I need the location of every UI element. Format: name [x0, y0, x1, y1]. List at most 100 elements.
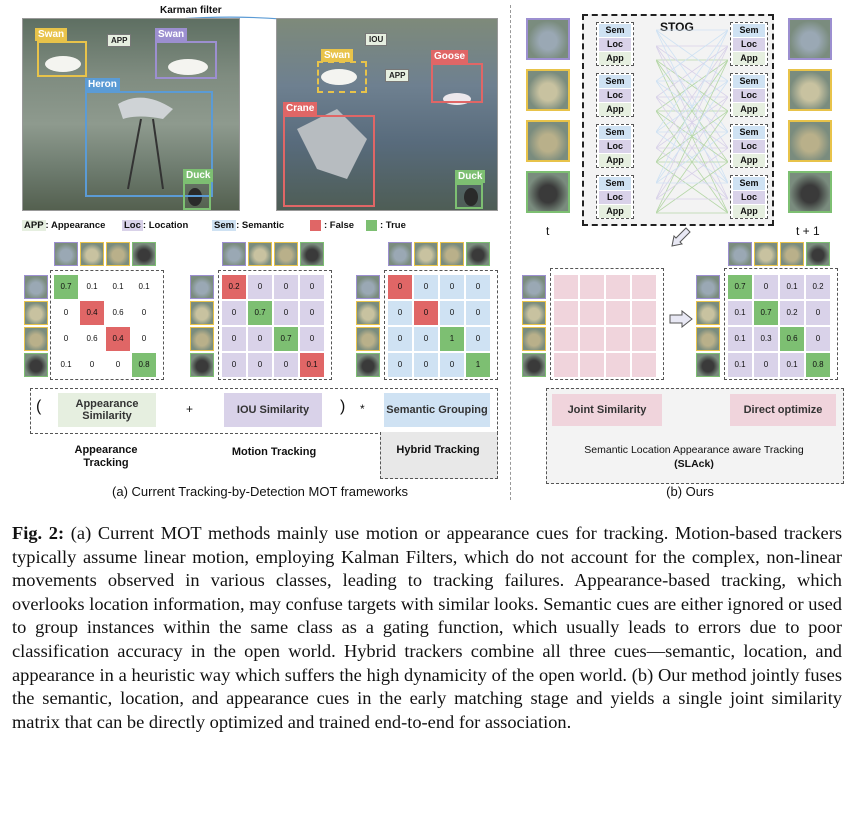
column-thumbnail	[300, 242, 324, 266]
stog-photo	[788, 120, 832, 162]
duck-tag: Duck	[183, 169, 214, 182]
empty-matrix-cell	[632, 353, 656, 377]
frame-t1-photo: IOU Swan APP Goose Crane Duck	[276, 18, 498, 211]
appearance-matrix-cell: 0	[54, 301, 78, 325]
swan-bbox	[37, 41, 87, 77]
hybrid-matrix-cell: 0	[388, 275, 412, 299]
hybrid-matrix-cell: 0	[440, 301, 464, 325]
joint-matrix-cell: 0	[806, 301, 830, 325]
motion-matrix-cell: 0	[222, 353, 246, 377]
hybrid-matrix-cell: 0	[388, 327, 412, 351]
stog-edge	[656, 59, 728, 214]
appearance-matrix-cell: 0.8	[132, 353, 156, 377]
appearance-matrix-cell: 0.4	[80, 301, 104, 325]
empty-matrix-cell	[632, 275, 656, 299]
stog-node-loc: Loc	[599, 140, 631, 153]
legend: APP: Appearance Loc: Location Sem: Seman…	[22, 220, 502, 234]
formula-open-paren: (	[36, 398, 42, 415]
stog-photo	[526, 171, 570, 213]
row-thumbnail	[190, 353, 214, 377]
row-thumbnail	[24, 275, 48, 299]
row-thumbnail	[190, 327, 214, 351]
joint-matrix-cell: 0.6	[780, 327, 804, 351]
column-thumbnail	[440, 242, 464, 266]
iou-similarity-box: IOU Similarity	[224, 393, 322, 427]
stog-edge	[656, 45, 728, 149]
joint-matrix-cell: 0.1	[780, 353, 804, 377]
stog-node-loc: Loc	[599, 38, 631, 51]
stog-node-app: App	[733, 205, 765, 218]
row-thumbnail	[356, 275, 380, 299]
motion-matrix-cell: 0	[274, 275, 298, 299]
iou-tag: IOU	[365, 33, 388, 46]
hybrid-matrix-cell: 0	[414, 275, 438, 299]
hybrid-matrix-cell: 0	[414, 301, 438, 325]
swan-tag: Swan	[321, 49, 354, 62]
stog-edge	[656, 110, 728, 214]
row-thumbnail	[696, 275, 720, 299]
stog-node-sem: Sem	[733, 24, 765, 37]
frame-t-photo: Swan APP Swan Heron Duck	[22, 18, 240, 211]
joint-similarity-box: Joint Similarity	[552, 394, 662, 426]
empty-matrix-cell	[554, 301, 578, 325]
stog-node-app: App	[599, 205, 631, 218]
figure-caption-text: (a) Current MOT methods mainly use motio…	[12, 523, 843, 732]
legend-true-text: : True	[380, 220, 406, 232]
panel-divider	[510, 5, 511, 500]
app-tag: APP	[385, 69, 410, 82]
empty-matrix-cell	[580, 275, 604, 299]
appearance-matrix-cell: 0.1	[54, 353, 78, 377]
stog-node-loc: Loc	[733, 140, 765, 153]
swan-bbox	[317, 61, 367, 93]
false-swatch	[310, 220, 321, 231]
column-thumbnail	[780, 242, 804, 266]
appearance-matrix-cell: 0	[54, 327, 78, 351]
legend-app-text: : Appearance	[45, 220, 106, 231]
stog-edge	[656, 29, 728, 184]
caption-a: (a) Current Tracking-by-Detection MOT fr…	[112, 484, 408, 499]
empty-matrix-cell	[580, 301, 604, 325]
appearance-matrix	[50, 270, 164, 380]
empty-matrix-cell	[606, 353, 630, 377]
stog-edge	[656, 29, 728, 82]
direct-optimize-box: Direct optimize	[730, 394, 836, 426]
appearance-matrix-cell: 0.7	[54, 275, 78, 299]
empty-matrix-cell	[554, 327, 578, 351]
stog-edge	[656, 45, 728, 98]
row-thumbnail	[696, 327, 720, 351]
column-thumbnail	[414, 242, 438, 266]
column-thumbnail	[388, 242, 412, 266]
stog-node-sem: Sem	[733, 177, 765, 190]
row-thumbnail	[696, 353, 720, 377]
row-thumbnail	[356, 327, 380, 351]
duck-bbox	[183, 182, 211, 210]
empty-matrix-cell	[580, 327, 604, 351]
hybrid-matrix-cell: 0	[388, 353, 412, 377]
row-thumbnail	[24, 327, 48, 351]
appearance-matrix-cell: 0.6	[80, 327, 104, 351]
motion-matrix-cell: 0	[248, 327, 272, 351]
stog-edge	[656, 147, 728, 200]
empty-matrix-cell	[554, 353, 578, 377]
hybrid-matrix-cell: 0	[466, 301, 490, 325]
hybrid-matrix	[384, 270, 498, 380]
duck-bbox	[455, 183, 483, 209]
joint-matrix-cell: 0.3	[754, 327, 778, 351]
appearance-matrix-cell: 0.1	[80, 275, 104, 299]
stog-edge	[656, 131, 728, 184]
column-thumbnail	[274, 242, 298, 266]
motion-tracking-label: Motion Tracking	[231, 446, 317, 458]
stog-node-loc: Loc	[733, 191, 765, 204]
legend-sem-key: Sem	[212, 220, 237, 231]
motion-matrix-cell: 0.2	[222, 275, 246, 299]
hybrid-matrix-cell: 0	[440, 275, 464, 299]
empty-matrix-cell	[632, 301, 656, 325]
empty-matrix-cell	[606, 327, 630, 351]
app-tag: APP	[107, 34, 132, 47]
legend-loc-text: : Location	[142, 220, 189, 231]
stog-photo	[788, 18, 832, 60]
stog-node-app: App	[733, 103, 765, 116]
